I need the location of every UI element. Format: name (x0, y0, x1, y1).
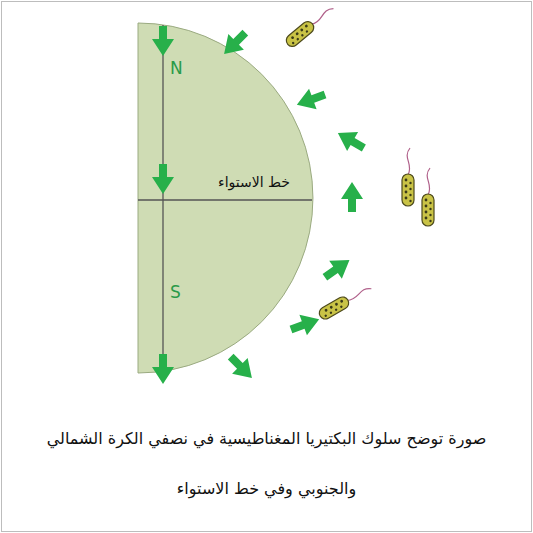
pole-label: S (170, 282, 181, 302)
spot (409, 182, 411, 184)
bacterium (422, 168, 434, 226)
bacterium-body (317, 295, 351, 321)
spot (405, 197, 408, 200)
spot (429, 214, 431, 216)
field-arrow (152, 354, 174, 384)
spot (425, 217, 428, 220)
spot (305, 30, 308, 33)
spot (291, 36, 295, 40)
spot (329, 305, 333, 309)
field-arrow (319, 251, 356, 286)
spot (409, 194, 411, 196)
flagellum (311, 6, 334, 26)
field-arrow (341, 182, 363, 212)
spot (291, 41, 294, 44)
spot (429, 208, 431, 210)
caption: صورة توضح سلوك البكتيريا المغناطيسية في … (20, 414, 513, 514)
spot (335, 302, 339, 306)
spot (296, 37, 299, 40)
equator-label: خط الاستواء (218, 174, 290, 190)
field-arrow (223, 349, 260, 386)
spot (405, 179, 408, 182)
flagellum (407, 148, 410, 175)
spot (409, 188, 411, 190)
flagellum (427, 168, 430, 195)
axis-line (162, 25, 163, 380)
spot (334, 308, 337, 311)
earth-half (138, 23, 313, 373)
pole-label: N (170, 58, 183, 78)
spot (329, 311, 332, 314)
spot (425, 205, 428, 208)
spot (324, 308, 328, 312)
bacteria (284, 2, 434, 321)
spot (405, 185, 408, 188)
spot (429, 202, 431, 204)
spot (295, 32, 299, 36)
bacterium (317, 282, 373, 321)
spot (340, 305, 343, 308)
bacterium (284, 2, 336, 48)
spot (405, 191, 408, 194)
bacterium-body (422, 194, 434, 226)
bacterium-body (284, 19, 316, 49)
spot (425, 199, 428, 202)
field-arrow (287, 309, 323, 340)
flagellum (347, 286, 372, 302)
spot (409, 200, 411, 202)
bacterium (402, 148, 414, 206)
field-arrow (216, 25, 253, 62)
spot (324, 314, 327, 317)
field-arrow (293, 84, 329, 115)
field-arrows (152, 25, 369, 386)
spot (301, 34, 304, 37)
field-arrow (332, 123, 369, 157)
equator-line (138, 199, 312, 200)
spot (340, 299, 344, 303)
field-arrow (152, 164, 174, 194)
spot (425, 211, 428, 214)
spot (300, 28, 304, 32)
field-arrow (152, 26, 174, 56)
spot (304, 24, 308, 28)
bacterium-body (402, 174, 414, 206)
spot (429, 220, 431, 222)
